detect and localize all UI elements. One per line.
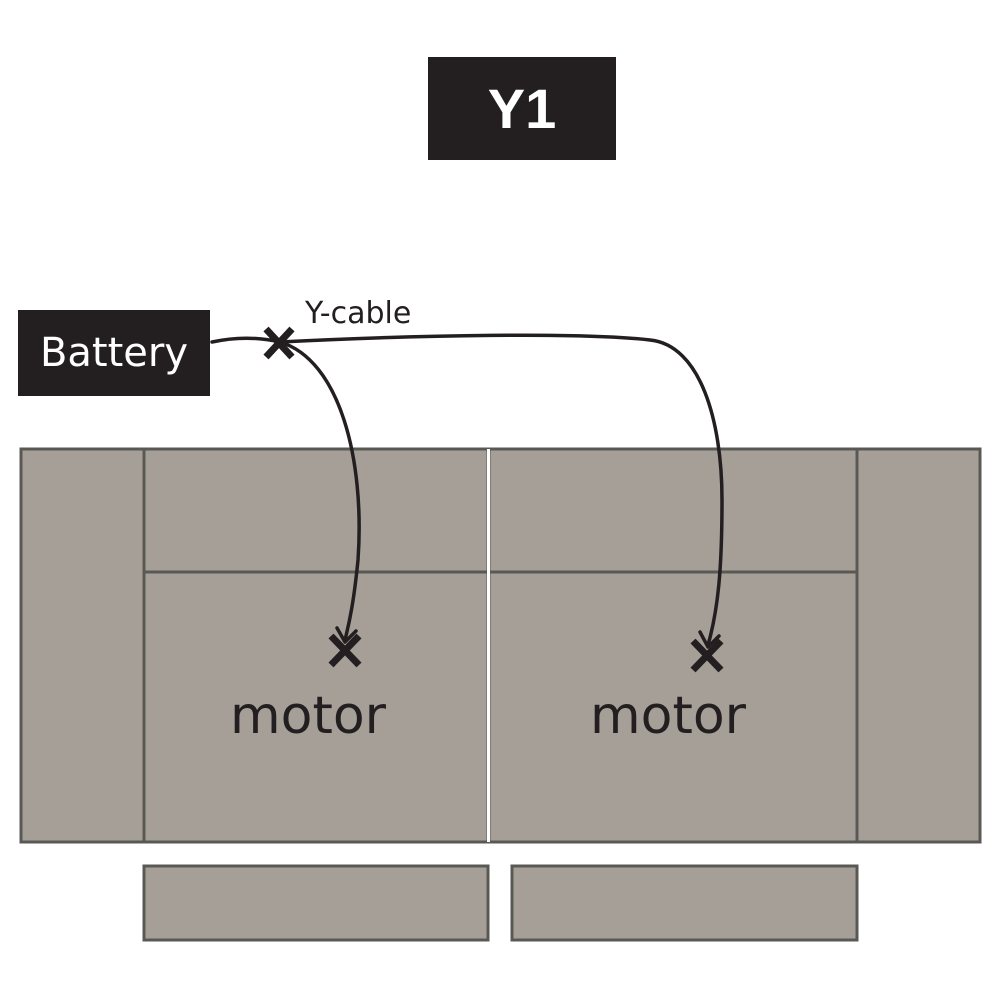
motor-x-icon-left — [328, 633, 362, 668]
seat-right — [487, 570, 859, 844]
sofa — [19, 447, 982, 942]
cable-battery-segment — [210, 336, 282, 344]
x-markers — [263, 326, 724, 673]
cable-branch-left — [278, 340, 361, 642]
right-armrest — [855, 447, 982, 844]
arrowhead-left — [335, 626, 358, 644]
cable-branch-right — [278, 333, 724, 647]
backrest-right — [487, 447, 859, 574]
arrowhead-right — [698, 630, 721, 649]
motor-x-icon-right — [690, 638, 724, 673]
title-badge: Y1 — [428, 57, 616, 160]
backrest-left — [142, 447, 490, 574]
footrest-right — [510, 864, 859, 942]
footrest-left — [142, 864, 490, 942]
arrow-heads — [335, 626, 721, 649]
seat-left — [142, 570, 490, 844]
left-armrest — [19, 447, 146, 844]
battery-label: Battery — [18, 310, 210, 396]
y-cable-label: Y-cable — [305, 296, 412, 331]
junction-x-icon — [263, 326, 295, 360]
motor-label-left: motor — [230, 686, 387, 746]
motor-label-right: motor — [590, 686, 747, 746]
